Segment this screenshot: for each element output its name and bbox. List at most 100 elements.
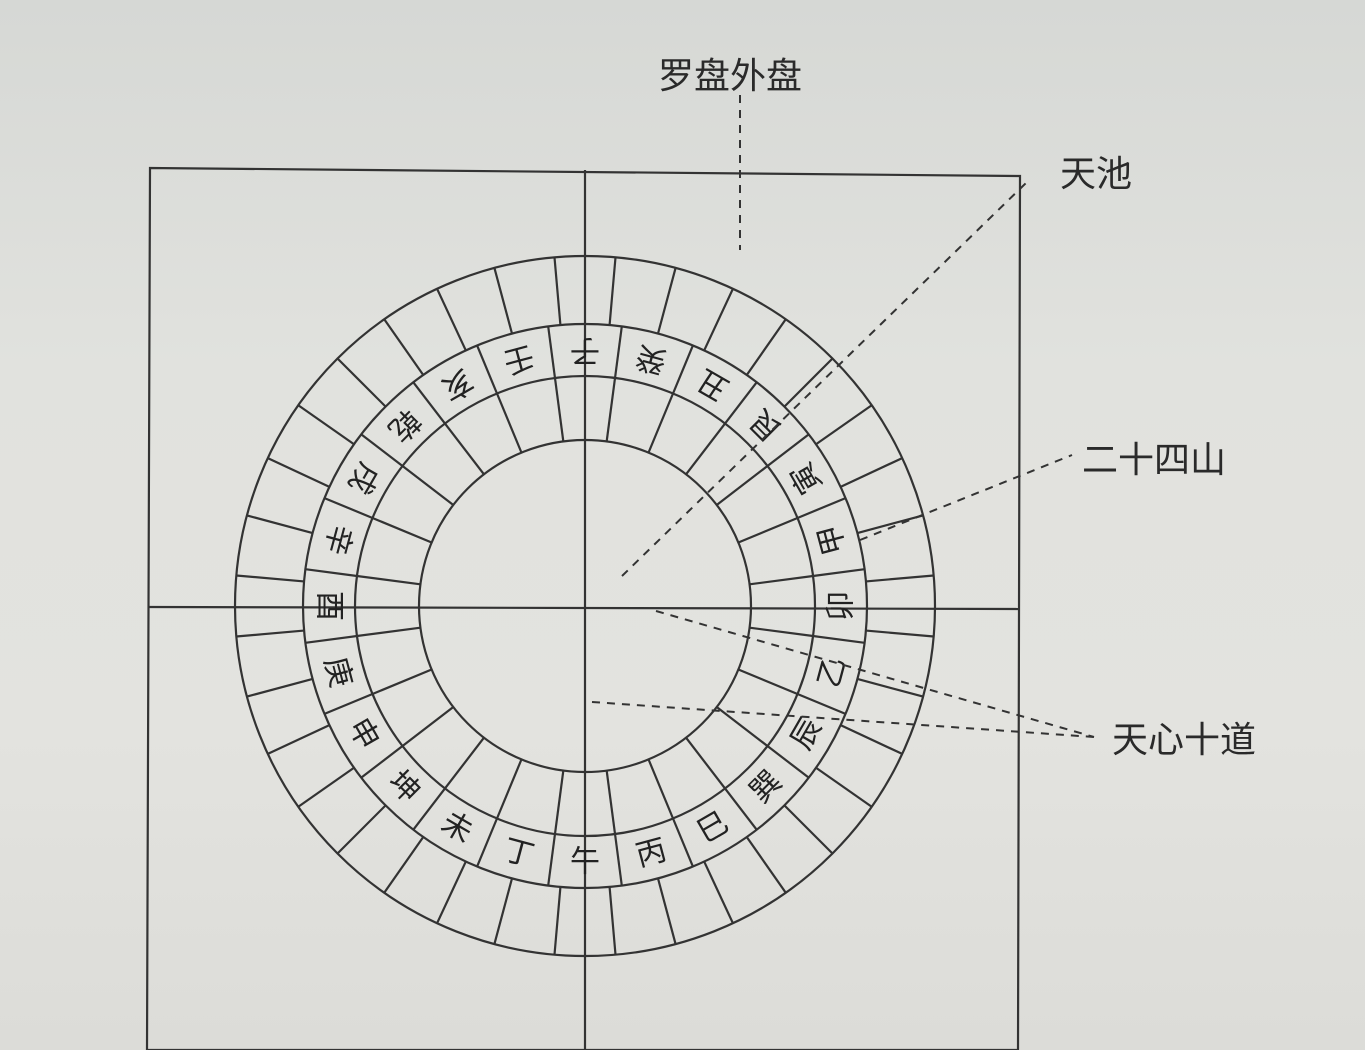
mountain-divider bbox=[672, 818, 694, 867]
mountain-divider bbox=[412, 787, 446, 831]
mountain-glyph: 丙 bbox=[632, 832, 670, 874]
mountain-glyph: 癸 bbox=[632, 338, 670, 380]
outer-band-divider bbox=[745, 318, 787, 376]
inner-band-divider bbox=[605, 377, 617, 442]
mountain-glyph: 卯 bbox=[824, 591, 859, 621]
outer-band-divider bbox=[656, 878, 677, 945]
outer-band-divider bbox=[493, 878, 514, 945]
inner-band-divider bbox=[356, 626, 421, 638]
mountain-divider bbox=[324, 497, 373, 519]
outer-band-divider bbox=[608, 886, 617, 955]
ring-outer bbox=[233, 254, 937, 958]
mountain-divider bbox=[724, 381, 758, 425]
outer-band-divider bbox=[553, 257, 562, 326]
outer-band-divider bbox=[553, 886, 562, 955]
label-heaven-heart-cross: 天心十道 bbox=[1112, 720, 1256, 761]
outer-band-divider bbox=[383, 836, 425, 894]
outer-band-divider bbox=[703, 288, 734, 351]
inner-band-divider bbox=[401, 706, 454, 747]
outer-band-divider bbox=[783, 357, 834, 408]
inner-band-divider bbox=[444, 737, 485, 790]
outer-band-divider bbox=[865, 574, 934, 583]
mountain-divider bbox=[324, 693, 373, 715]
mountain-glyph: 辛 bbox=[317, 521, 359, 559]
mountain-divider bbox=[547, 833, 557, 886]
mountain-divider bbox=[305, 634, 358, 644]
mountain-divider bbox=[360, 433, 404, 467]
mountain-divider bbox=[360, 745, 404, 779]
outer-band-divider bbox=[297, 766, 355, 808]
outer-band-divider bbox=[865, 629, 934, 638]
inner-band-divider bbox=[647, 393, 675, 454]
outer-band-divider bbox=[703, 861, 734, 924]
mountain-divider bbox=[766, 433, 810, 467]
outer-band-divider bbox=[815, 404, 873, 446]
mountain-glyph: 酉 bbox=[312, 591, 347, 621]
inner-band-divider bbox=[716, 706, 769, 747]
outer-band-divider bbox=[336, 357, 387, 408]
inner-band-divider bbox=[553, 770, 565, 835]
inner-band-divider bbox=[749, 574, 814, 586]
mountain-divider bbox=[613, 833, 623, 886]
label-twenty-four-mountains: 二十四山 bbox=[1082, 440, 1226, 481]
outer-band-divider bbox=[840, 457, 903, 488]
mountain-glyph: 寅 bbox=[784, 456, 829, 499]
inner-band-divider bbox=[716, 465, 769, 506]
mountain-glyph: 未 bbox=[435, 805, 478, 850]
mountain-glyph: 戌 bbox=[341, 456, 386, 499]
mountain-divider bbox=[797, 497, 846, 519]
mountain-glyph: 申 bbox=[341, 712, 386, 755]
ring-mountains-outer bbox=[301, 322, 869, 890]
mountain-divider bbox=[547, 326, 557, 379]
outer-band-divider bbox=[436, 288, 467, 351]
inner-band-divider bbox=[685, 422, 726, 475]
outer-band-divider bbox=[267, 724, 330, 755]
mountain-glyph: 艮 bbox=[743, 402, 789, 448]
mountain-glyph: 乙 bbox=[811, 653, 853, 691]
mountain-glyph: 乾 bbox=[381, 402, 427, 448]
ring-heaven-pool bbox=[417, 438, 753, 774]
mountain-divider bbox=[476, 345, 498, 394]
inner-band-divider bbox=[495, 393, 523, 454]
outer-band-divider bbox=[857, 514, 924, 535]
inner-band-divider bbox=[647, 758, 675, 819]
inner-band-divider bbox=[749, 626, 814, 638]
mountain-divider bbox=[724, 787, 758, 831]
inner-band-divider bbox=[401, 465, 454, 506]
mountain-glyph: 丑 bbox=[691, 362, 734, 407]
mountain-divider bbox=[812, 634, 865, 644]
mountain-glyph: 坤 bbox=[381, 764, 427, 810]
mountain-glyph: 丁 bbox=[500, 832, 538, 874]
outer-band-divider bbox=[297, 404, 355, 446]
outer-band-divider bbox=[857, 677, 924, 698]
inner-band-divider bbox=[444, 422, 485, 475]
mountain-glyph: 庚 bbox=[317, 653, 359, 691]
mountain-glyph: 午 bbox=[570, 845, 600, 880]
inner-band-divider bbox=[685, 737, 726, 790]
mountain-glyph: 壬 bbox=[500, 338, 538, 380]
outer-plate-square bbox=[145, 166, 1022, 1050]
label-heaven-pool: 天池 bbox=[1060, 154, 1132, 195]
leader-twenty-four-mountains bbox=[859, 454, 1073, 541]
outer-band-divider bbox=[783, 804, 834, 855]
mountain-divider bbox=[613, 326, 623, 379]
ring-mountains-inner bbox=[353, 374, 817, 838]
outer-band-divider bbox=[436, 861, 467, 924]
mountain-glyph: 巳 bbox=[691, 805, 734, 850]
leader-heaven-heart-a bbox=[655, 610, 1095, 738]
inner-band-divider bbox=[372, 668, 433, 696]
outer-band-divider bbox=[267, 457, 330, 488]
inner-band-divider bbox=[737, 668, 798, 696]
outer-band-divider bbox=[745, 836, 787, 894]
mountain-divider bbox=[476, 818, 498, 867]
outer-band-divider bbox=[246, 514, 313, 535]
inner-band-divider bbox=[495, 758, 523, 819]
label-outer-plate: 罗盘外盘 bbox=[658, 56, 802, 97]
outer-band-divider bbox=[236, 629, 305, 638]
mountain-glyph: 子 bbox=[570, 333, 600, 368]
outer-band-divider bbox=[840, 724, 903, 755]
mountain-divider bbox=[305, 568, 358, 578]
mountain-glyph: 巽 bbox=[743, 764, 789, 810]
outer-band-divider bbox=[815, 766, 873, 808]
